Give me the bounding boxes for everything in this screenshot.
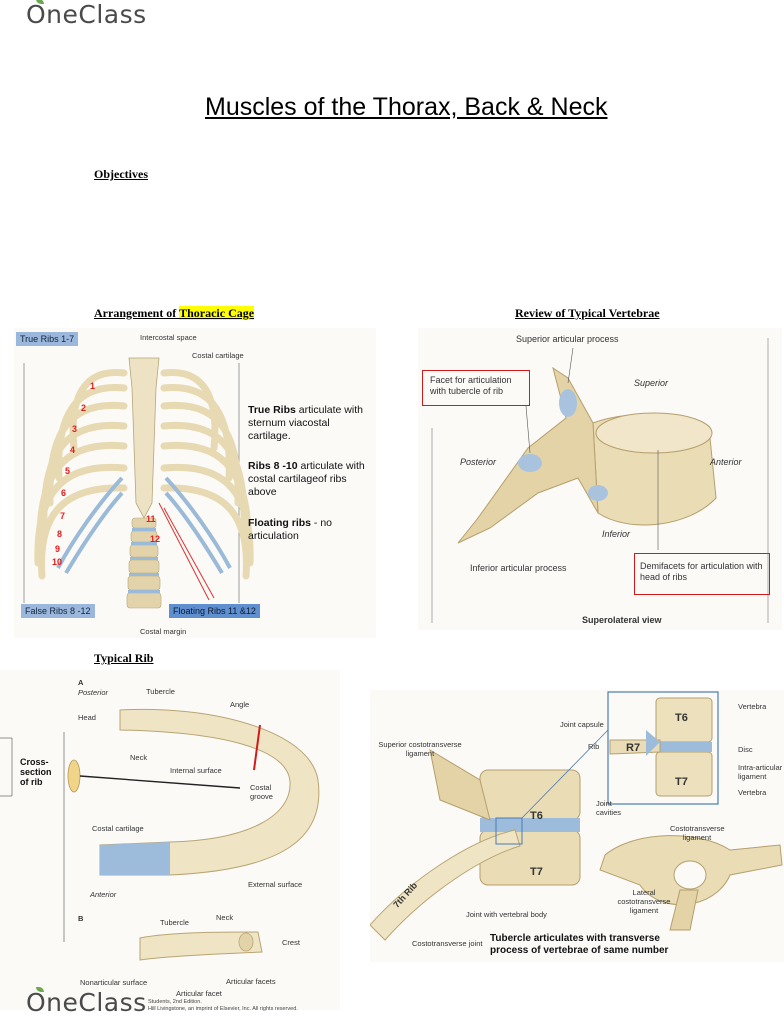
articular-facets-label: Articular facets (226, 977, 276, 986)
inset-vertebra-bottom-label: Vertebra (738, 788, 767, 797)
rib-number: 1 (90, 381, 96, 391)
copyright-footer: Students, 2nd Edition. Hill Livingstone,… (148, 999, 298, 1013)
rib-number: 4 (70, 445, 76, 455)
lateral-ct-ligament-label: Lateral costotransverse ligament (617, 888, 671, 915)
joint-capsule-label: Joint capsule (560, 720, 604, 729)
joint-body-label: Joint with vertebral body (466, 910, 547, 919)
brand-logo-bottom: OneClass (26, 987, 147, 1017)
typical-rib-heading: Typical Rib (94, 651, 154, 665)
costal-margin-label: Costal margin (140, 627, 187, 636)
costovertebral-figure: Superior costotransverse ligament Joint … (370, 690, 784, 962)
thoracic-cage-illustration (23, 357, 254, 609)
rib-internal-surface-label: Internal surface (170, 766, 222, 775)
facet-label: Facet for articulation with tubercle of … (430, 375, 512, 396)
rib-number: 12 (150, 534, 161, 544)
rib-number: 8 (57, 529, 63, 539)
rib-number: 6 (61, 488, 67, 498)
copyright-line: Students, 2nd Edition. (148, 999, 202, 1005)
typical-rib-figure: A Posterior Tubercle Head Angle Neck Int… (0, 670, 340, 1010)
inferior-label: Inferior (602, 529, 631, 539)
logo-leaf-icon (36, 0, 44, 4)
inferior-articular-label: Inferior articular process (470, 563, 567, 573)
floating-ribs-tag: Floating Ribs 11 &12 (169, 604, 260, 618)
rib-number: 10 (52, 557, 63, 567)
inset-vertebra-top-label: Vertebra (738, 702, 767, 711)
articular-facet-label: Articular facet (176, 989, 222, 998)
rib-angle-label: Angle (230, 700, 250, 709)
vertebra-illustration (431, 338, 769, 623)
ct-ligament-label: Costotransverse ligament (670, 824, 725, 842)
objectives-heading: Objectives (94, 167, 148, 181)
superolateral-view-label: Superolateral view (582, 615, 662, 625)
ribs-8-10-note: Ribs 8 -10 articulate with costal cartil… (248, 460, 368, 499)
rib-crest-label: Crest (282, 938, 300, 947)
page-title: Muscles of the Thorax, Back & Neck (205, 93, 608, 121)
rib-neck-label: Neck (130, 753, 148, 762)
disc-label: Disc (738, 745, 753, 754)
rib-head-label: Head (78, 713, 96, 722)
copyright-line: Hill Livingstone, an imprint of Elsevier… (148, 1006, 298, 1012)
rib-anterior-label: Anterior (90, 890, 117, 899)
external-surface-label: External surface (248, 880, 303, 889)
superior-articular-label: Superior articular process (516, 334, 619, 344)
cross-section-label: Cross-section of rib (20, 757, 52, 787)
costal-groove-label: Costal groove (250, 783, 273, 801)
joint-cavities-label: Joint cavities (596, 799, 622, 817)
thoracic-heading-highlight: Thoracic Cage (179, 306, 255, 320)
rib-posterior-label: Posterior (78, 688, 109, 697)
logo-leaf-icon (36, 987, 44, 992)
false-ribs-tag: False Ribs 8 -12 (21, 604, 95, 618)
typical-rib-illustration (0, 708, 320, 961)
rib-a-label: A (78, 678, 84, 687)
brand-name: OneClass (26, 988, 147, 1017)
intra-articular-label: Intra-articular ligament (738, 763, 783, 781)
rib-number: 9 (55, 544, 61, 554)
intercostal-label: Intercostal space (140, 333, 197, 342)
note-text: - no articulation (248, 517, 333, 542)
floating-ribs-note: Floating ribs - no articulation (248, 517, 348, 543)
thoracic-cage-figure: True Ribs 1-7 False Ribs 8 -12 Floating … (14, 328, 376, 638)
rib-number: 11 (146, 514, 156, 524)
tubercle-caption: Tubercle articulates with transverse pro… (490, 933, 669, 956)
rib-number: 2 (81, 403, 87, 413)
brand-name: OneClass (26, 0, 147, 29)
posterior-label: Posterior (460, 457, 497, 467)
t6-label: T6 (530, 810, 543, 822)
demifacets-callout-box (634, 553, 770, 595)
note-bold: Floating ribs (248, 517, 311, 529)
note-text: articulate with costal cartilageof ribs … (248, 460, 365, 498)
note-bold: Ribs 8 -10 (248, 460, 298, 472)
note-bold: True Ribs (248, 404, 296, 416)
inset-rib-label: Rib (588, 742, 600, 751)
true-ribs-tag: True Ribs 1-7 (16, 332, 79, 346)
nonarticular-surface-label: Nonarticular surface (80, 978, 148, 987)
r7-label: R7 (626, 742, 641, 754)
t7-inset-label: T7 (675, 776, 688, 788)
brand-logo-top: OneClass (26, 0, 147, 29)
rib-number: 7 (60, 511, 66, 521)
true-ribs-note: True Ribs articulate with sternum viacos… (248, 404, 368, 443)
t6-inset-label: T6 (675, 712, 688, 724)
rib-b-neck-label: Neck (216, 913, 234, 922)
thoracic-cage-heading: Arrangement of Thoracic Cage (94, 306, 255, 321)
facet-callout-box (422, 370, 530, 406)
rib-number: 5 (65, 466, 71, 476)
costovertebral-illustration (370, 691, 783, 941)
rib-number: 3 (72, 424, 78, 434)
superior-ct-ligament-label: Superior costotransverse ligament (378, 740, 462, 758)
rib-costal-cartilage-label: Costal cartilage (92, 824, 144, 833)
ct-joint-label: Costotransverse joint (412, 939, 483, 948)
rib-tubercle-label: Tubercle (146, 687, 175, 696)
anterior-label: Anterior (710, 457, 742, 467)
demifacets-label: Demifacets for articulation with head of… (640, 561, 763, 582)
rib-b-tubercle-label: Tubercle (160, 918, 189, 927)
t7-label: T7 (530, 866, 543, 878)
thoracic-heading-prefix: Arrangement of (94, 306, 180, 320)
costal-cartilage-label: Costal cartilage (192, 351, 244, 360)
note-text: articulate with sternum viacostal cartil… (248, 404, 363, 442)
rib-b-label: B (78, 914, 84, 923)
vertebra-figure: Superior articular process Facet for art… (418, 328, 782, 630)
vertebrae-heading: Review of Typical Vertebrae (515, 306, 660, 320)
superior-label: Superior (634, 378, 669, 388)
